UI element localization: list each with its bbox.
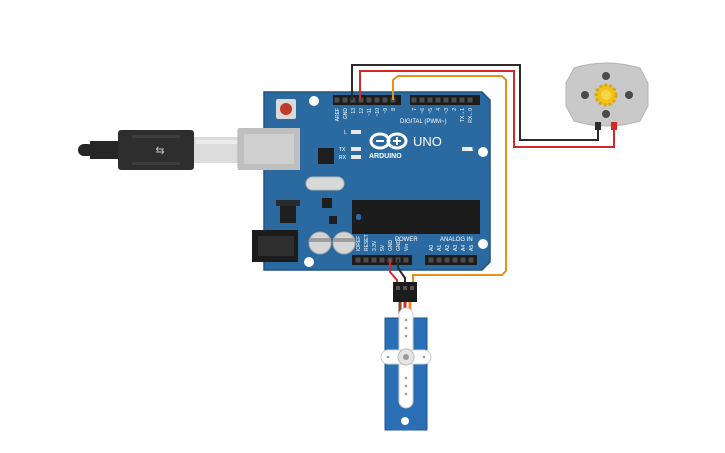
analog-pin-hole[interactable] (452, 257, 458, 263)
reset-button[interactable] (276, 99, 296, 119)
power-pin-label: GND (396, 240, 402, 252)
digital-pin-hole[interactable] (459, 97, 465, 103)
digital-pin-hole[interactable] (467, 97, 473, 103)
analog-pin-label: A1 (437, 245, 443, 251)
power-pin-hole[interactable] (403, 257, 409, 263)
digital-pin-hole[interactable] (419, 97, 425, 103)
digital-pin-label: ~3 (444, 108, 450, 114)
analog-pin-label: A0 (429, 245, 435, 251)
power-pin-label: IOREF (356, 236, 362, 251)
power-label: POWER (395, 237, 418, 243)
digital-pin-label: ~9 (383, 108, 389, 114)
led-label-l: L (344, 130, 347, 136)
power-jack[interactable] (252, 230, 298, 262)
crystal-oscillator (305, 176, 345, 191)
on-label: ON (466, 147, 474, 153)
digital-pin-hole[interactable] (427, 97, 433, 103)
digital-pin-label: GND (343, 108, 349, 120)
usb-chip (318, 148, 334, 164)
power-pin-label: GND (388, 240, 394, 252)
digital-label: DIGITAL (PWM~) (400, 119, 447, 125)
svg-text:⇆: ⇆ (155, 145, 164, 157)
power-pin-label: 3.3V (372, 240, 378, 251)
wire-gnd-motor[interactable] (351, 64, 599, 141)
wire-servo-signal[interactable] (392, 75, 507, 285)
led-label-rx: RX (339, 155, 347, 161)
analog-pin-label: A4 (461, 245, 467, 251)
digital-pin-hole[interactable] (366, 97, 372, 103)
power-pin-label: RESET (364, 234, 370, 251)
wire-pin-motor[interactable] (359, 70, 615, 148)
power-pin-hole[interactable] (355, 257, 361, 263)
digital-pin-label: 7 (412, 108, 418, 111)
voltage-regulator (280, 205, 296, 223)
analog-pin-label: A3 (453, 245, 459, 251)
digital-pin-label: 2 (452, 108, 458, 111)
digital-pin-hole[interactable] (382, 97, 388, 103)
status-leds: L TX RX ON (339, 130, 474, 161)
analog-pin-label: A2 (445, 245, 451, 251)
digital-pin-hole[interactable] (443, 97, 449, 103)
on-led (462, 147, 472, 151)
digital-pin-label: TX→1 (460, 108, 466, 122)
brand-label: ARDUINO (369, 153, 402, 160)
digital-pin-label: ~6 (420, 108, 426, 114)
analog-pin-hole[interactable] (428, 257, 434, 263)
analog-pin-label: A5 (469, 245, 475, 251)
power-pin-hole[interactable] (363, 257, 369, 263)
digital-pin-label: ~5 (428, 108, 434, 114)
capacitors (308, 231, 356, 255)
digital-pin-label: AREF (335, 108, 341, 121)
digital-pin-hole[interactable] (411, 97, 417, 103)
power-pin-hole[interactable] (379, 257, 385, 263)
analog-pin-hole[interactable] (468, 257, 474, 263)
analog-pin-hole[interactable] (444, 257, 450, 263)
motor-gear-icon (594, 83, 618, 107)
atmega-chip (352, 200, 480, 234)
power-pin-label: 5V (380, 244, 386, 251)
wires (351, 64, 615, 285)
wire-servo-gnd[interactable] (397, 259, 406, 285)
digital-pin-hole[interactable] (342, 97, 348, 103)
digital-pin-hole[interactable] (334, 97, 340, 103)
analog-pin-hole[interactable] (460, 257, 466, 263)
digital-pin-label: 4 (436, 108, 442, 111)
servo-motor-icon[interactable] (380, 282, 432, 431)
analog-pin-hole[interactable] (436, 257, 442, 263)
arduino-logo (369, 132, 408, 150)
digital-pin-hole[interactable] (451, 97, 457, 103)
power-pin-label: Vin (404, 244, 410, 251)
dc-motor-icon[interactable] (565, 62, 649, 130)
digital-pin-hole[interactable] (435, 97, 441, 103)
digital-pin-label: ~11 (367, 108, 373, 116)
power-pin-hole[interactable] (371, 257, 377, 263)
digital-pin-hole[interactable] (374, 97, 380, 103)
led-label-tx: TX (339, 147, 346, 153)
servo-connector[interactable] (393, 282, 417, 302)
model-label: UNO (413, 134, 442, 149)
digital-pin-label: 8 (391, 108, 397, 111)
digital-pin-label: ~10 (375, 108, 381, 117)
digital-pin-label: 12 (359, 108, 365, 114)
digital-pin-label: RX←0 (468, 108, 474, 123)
analog-label: ANALOG IN (440, 237, 473, 243)
servo-horn[interactable] (380, 307, 432, 409)
digital-pin-label: 13 (351, 108, 357, 114)
digital-header[interactable] (333, 95, 480, 105)
